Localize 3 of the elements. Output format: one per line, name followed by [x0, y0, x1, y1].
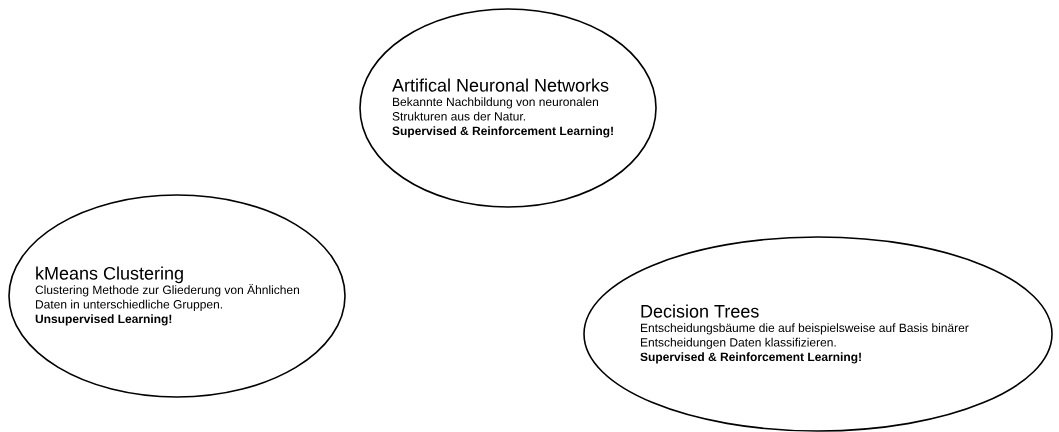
ellipse-node: Decision Trees Entscheidungsbäume die auf beispielsweise auf Basis binärer Entscheidungen Daten klassifizieren. Supervised & Reinforcement Learning!: [583, 236, 1053, 432]
ellipse-node: Artifical Neuronal Networks Bekannte Nachbildung von neuronalen Strukturen aus der Natur. Supervised & Reinforcement Learning!: [359, 8, 657, 208]
ellipse-node: kMeans Clustering Clustering Methode zur Gliederung von Ähnlichen Daten in unterschiedliche Gruppen. Unsupervised Learning!: [8, 194, 346, 398]
